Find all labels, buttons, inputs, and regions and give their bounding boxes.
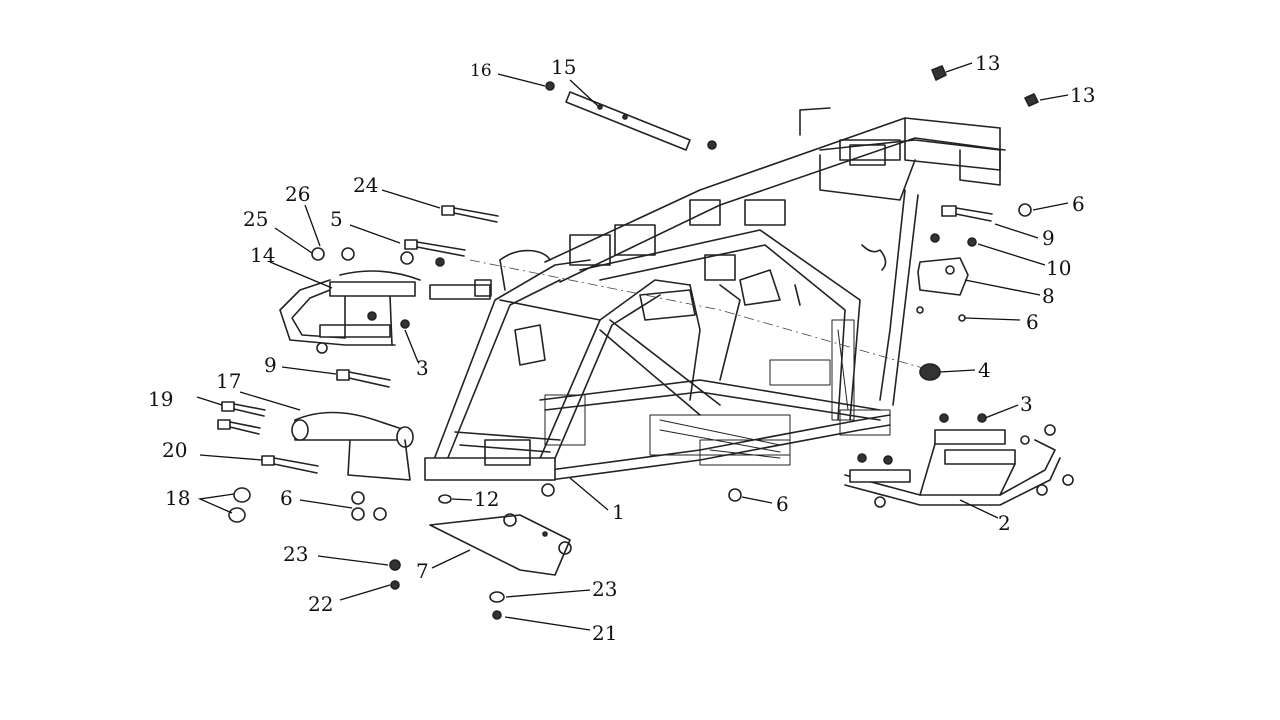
long-bolt-19-b xyxy=(217,419,261,435)
callout-label: 5 xyxy=(330,207,343,231)
long-bolt-19-a xyxy=(221,401,266,417)
centerline xyxy=(469,259,931,371)
long-bolt-5 xyxy=(404,239,466,257)
callout-label: 6 xyxy=(1072,192,1085,216)
callout-label: 6 xyxy=(776,492,789,516)
callout-label: 8 xyxy=(1042,284,1055,308)
callout-label: 3 xyxy=(1020,392,1033,416)
long-bolt-20 xyxy=(261,455,319,474)
callout-label: 23 xyxy=(283,542,308,566)
skid-plate xyxy=(429,513,572,576)
callout-label: 21 xyxy=(592,621,617,645)
callout-label: 24 xyxy=(353,173,378,197)
callout-label: 19 xyxy=(148,387,173,411)
callout-label: 18 xyxy=(165,486,190,510)
callout-label: 13 xyxy=(975,51,1000,75)
callout-label: 22 xyxy=(308,592,333,616)
callout-label: 20 xyxy=(162,438,187,462)
bracket xyxy=(291,411,414,481)
callout-label: 15 xyxy=(551,55,576,79)
long-bolt-9-right xyxy=(941,205,993,222)
callout-label: 25 xyxy=(243,207,268,231)
callout-label: 7 xyxy=(416,559,429,583)
callout-label: 1 xyxy=(612,500,625,524)
leader-lines xyxy=(196,62,1069,631)
small-fasteners xyxy=(228,65,1074,620)
callout-label: 6 xyxy=(280,486,293,510)
callout-label: 16 xyxy=(470,61,492,81)
callout-label: 10 xyxy=(1046,256,1071,280)
callout-label: 17 xyxy=(216,369,241,393)
mount-plate xyxy=(917,257,969,296)
callout-label: 4 xyxy=(978,358,991,382)
callout-labels: 1 2 3 3 4 5 6 6 6 6 7 8 9 9 10 12 13 13 … xyxy=(148,51,1095,645)
callout-label: 3 xyxy=(416,356,429,380)
main-frame xyxy=(424,107,1006,497)
callout-label: 23 xyxy=(592,577,617,601)
callout-label: 14 xyxy=(250,243,275,267)
long-bolt-9-left xyxy=(336,369,391,388)
callout-label: 9 xyxy=(264,353,277,377)
left-footrest xyxy=(279,270,492,346)
strap-plate xyxy=(565,91,691,151)
long-bolt-24 xyxy=(441,205,499,223)
callout-label: 26 xyxy=(285,182,310,206)
callout-label: 12 xyxy=(474,487,499,511)
callout-label: 13 xyxy=(1070,83,1095,107)
callout-label: 6 xyxy=(1026,310,1039,334)
callout-label: 2 xyxy=(998,511,1011,535)
right-footrest xyxy=(844,429,1061,506)
callout-label: 9 xyxy=(1042,226,1055,250)
